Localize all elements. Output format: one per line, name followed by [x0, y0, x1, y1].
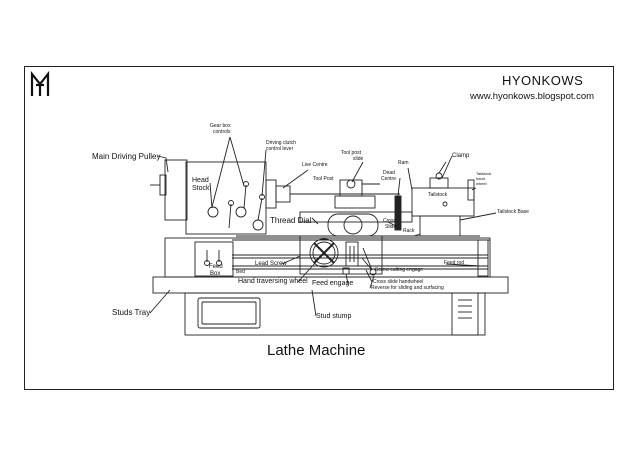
label-dead-centre-1: Dead — [383, 170, 395, 176]
brand-name: HYONKOWS — [502, 73, 584, 88]
main-driving-pulley — [164, 159, 188, 221]
label-reverse-sliding: Reverse for sliding and surfacing — [371, 285, 444, 291]
live-centre — [275, 185, 291, 203]
lathe-leg-right — [451, 292, 479, 336]
label-studs-tray: Studs Tray — [112, 308, 151, 317]
label-stud-stump: Stud stump — [316, 313, 352, 320]
hand-traversing-wheel — [309, 238, 339, 268]
headstock-knob-1 — [207, 206, 219, 218]
diagram-frame — [24, 66, 614, 390]
carriage — [299, 211, 413, 223]
label-cross-slide-1: Cross — [383, 218, 397, 224]
cross-slide-wheel — [327, 213, 379, 237]
tool-post — [334, 195, 376, 209]
label-dead-centre-2: Centre — [381, 176, 397, 182]
website-link[interactable]: www.hyonkows.blogspot.com — [470, 91, 595, 102]
label-tailstock-hand-wheel-1: Tailstock — [476, 171, 492, 176]
label-hand-traversing-wheel: Hand traversing wheel — [238, 278, 308, 285]
stud-cabinet-left — [197, 297, 261, 329]
stud-cabinet-left-door — [201, 301, 257, 325]
label-cross-slide-2: Slide — [385, 224, 397, 230]
label-feed-box-1: Feed — [209, 264, 223, 270]
label-live-centre: Live Centre — [302, 162, 328, 168]
label-bed: Bed — [236, 269, 245, 275]
label-lead-screw: Lead Screw — [255, 261, 287, 267]
headstock-knob-2 — [235, 206, 247, 218]
headstock — [185, 161, 267, 235]
label-head-stock-1: Head — [192, 177, 209, 184]
label-main-driving-pulley: Main Driving Pulley — [92, 152, 161, 161]
feed-box — [194, 241, 234, 277]
label-driving-clutch-2: control lever — [266, 146, 294, 152]
label-rack: Rack — [403, 228, 415, 234]
label-screw-cutting-engage: Screw cutting engage — [375, 267, 424, 273]
label-feed-engage: Feed engage — [312, 280, 354, 287]
label-tailstock-hand-wheel-2: hand — [476, 176, 485, 181]
label-tool-post-slide-2: slide — [353, 156, 364, 162]
label-gear-box-controls-1: Gear box — [210, 123, 231, 129]
headstock-knob-3 — [252, 219, 264, 231]
label-clamp: Clamp — [452, 153, 470, 159]
hm-monogram-icon — [30, 70, 50, 96]
lathe-base — [184, 292, 486, 336]
label-feed-box-2: Box — [210, 271, 221, 277]
label-feed-rod: Feed rod — [444, 260, 465, 266]
label-thread-dial: Thread Dial — [270, 216, 312, 225]
diagram-title: Lathe Machine — [267, 342, 366, 359]
label-ram: Ram — [398, 160, 409, 166]
label-tool-post-slide-1: Tool post — [341, 150, 362, 156]
label-driving-clutch-1: Driving clutch — [266, 140, 297, 146]
label-head-stock-2: Stock — [192, 185, 210, 192]
label-tailstock-hand-wheel-3: wheel — [476, 181, 487, 186]
label-tailstock: Tailstock — [428, 192, 448, 198]
label-gear-box-controls-2: controls — [213, 129, 231, 135]
label-tailstock-base: Tailstock Base — [497, 209, 529, 215]
label-tool-post: Tool Post — [313, 176, 334, 182]
label-cross-slide-handwheel: Cross slide handwheel — [373, 279, 424, 285]
tailstock-base — [419, 215, 461, 237]
